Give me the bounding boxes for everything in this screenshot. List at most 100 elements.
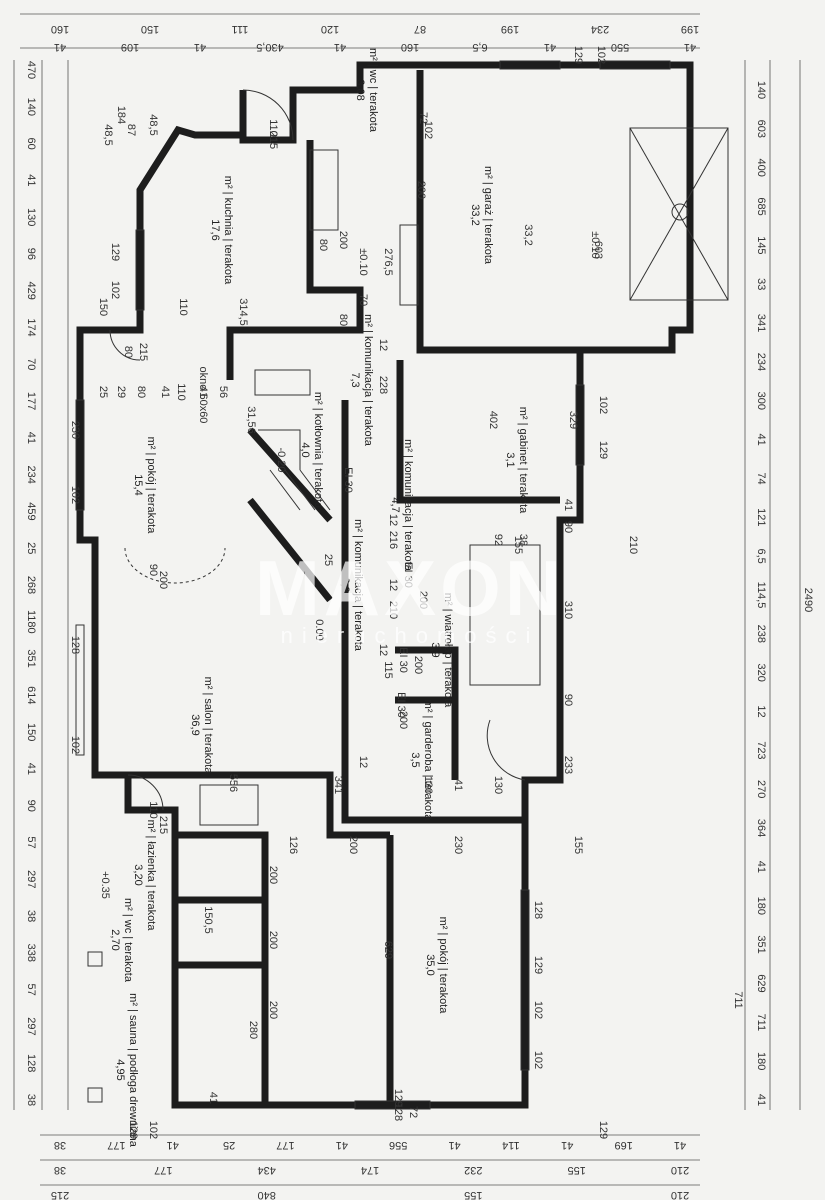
dimension-label: 57 — [25, 836, 37, 848]
inner-dimension: 41 — [562, 499, 574, 511]
window — [499, 60, 561, 70]
misc-label: EI 30 — [397, 647, 409, 673]
dimension-label: 234 — [25, 465, 37, 483]
room-area: 17,6 — [209, 219, 221, 240]
room-name: m² | garaż | terakota — [482, 166, 494, 265]
room-area: 4,0 — [299, 442, 311, 457]
inner-dimension: 129 — [127, 1121, 139, 1139]
inner-dimension: 200 — [415, 181, 427, 199]
wall-central — [341, 400, 525, 824]
inner-dimension: 102 — [147, 1121, 159, 1139]
inner-dimension: 603 — [592, 241, 604, 259]
dimension-label: 199 — [681, 23, 699, 35]
inner-dimension: 33,2 — [522, 224, 534, 245]
boiler — [254, 369, 311, 396]
dimension-label: 234 — [591, 23, 609, 35]
inner-dimension: 216 — [387, 531, 399, 549]
dimension-label: 723 — [755, 741, 767, 759]
inner-dimension: 200 — [267, 931, 279, 949]
inner-dimension: 102 — [595, 46, 607, 64]
inner-dimension: 41 — [452, 779, 464, 791]
inner-dimension: 41 — [159, 386, 171, 398]
inner-dimension: 155 — [512, 536, 524, 554]
room-area: 2,70 — [109, 929, 121, 950]
inner-dimension: 200 — [347, 836, 359, 854]
drain-icon — [671, 203, 689, 221]
inner-dimension: 200 — [397, 711, 409, 729]
misc-label: ±0.10 — [357, 248, 369, 275]
dimension-label: 2490 — [802, 588, 814, 612]
inner-dimension: 12 — [377, 339, 389, 351]
inner-dimension: 72 — [407, 1106, 419, 1118]
dimension-label: 41 — [544, 41, 556, 53]
room-name: m² | komunikacja | terakota — [362, 314, 374, 447]
inner-dimension: 80 — [122, 346, 134, 358]
dimension-label: 90 — [25, 800, 37, 812]
inner-dimension: 70 — [357, 294, 369, 306]
inner-dimension: 711 — [732, 991, 744, 1009]
dimension-label: 41 — [561, 1139, 573, 1151]
room-area: 3,20 — [132, 864, 144, 885]
dimension-label: 629 — [755, 974, 767, 992]
dimension-label: 38 — [54, 1139, 66, 1151]
wall-kitchen — [226, 140, 364, 380]
inner-dimension: 310 — [562, 601, 574, 619]
windows — [75, 60, 671, 1110]
shower — [199, 784, 259, 826]
inner-dimension: 38 — [517, 534, 529, 546]
dimension-label: 87 — [414, 23, 426, 35]
dimension-label: 70 — [25, 358, 37, 370]
inner-dimension: 210 — [387, 601, 399, 619]
dimension-label: 297 — [25, 870, 37, 888]
inner-dimension: 80 — [135, 386, 147, 398]
watermark-brand: MAXON — [255, 544, 565, 632]
dimension-label: 41 — [448, 1139, 460, 1151]
inner-dimension: 12 — [387, 514, 399, 526]
vent-marker — [87, 951, 103, 967]
inner-dimension: 102 — [69, 736, 81, 754]
inner-dimension: 12 — [377, 644, 389, 656]
inner-dimension: 12 — [357, 756, 369, 768]
watermark: MAXON nieruchomości — [255, 544, 565, 648]
inner-dimension: 210 — [627, 536, 639, 554]
dimension-label: 25 — [223, 1139, 235, 1151]
room-name: m² | pokój | terakota — [145, 437, 157, 535]
room-area: 3,1 — [504, 452, 516, 467]
dimension-label: 38 — [54, 1164, 66, 1176]
dimension-label: 320 — [755, 664, 767, 682]
inner-dimension: 200 — [337, 231, 349, 249]
dimension-label: 177 — [107, 1139, 125, 1151]
dimension-label: 109 — [121, 41, 139, 53]
inner-dimension: 56 — [217, 386, 229, 398]
room-name: m² | wc | terakota — [367, 48, 379, 133]
inner-dimension: 150,5 — [202, 906, 214, 934]
dimension-label: 459 — [25, 502, 37, 520]
dimension-label: 41 — [25, 432, 37, 444]
garage-door-symbol — [629, 127, 729, 301]
inner-dimension: 129 — [572, 46, 584, 64]
dimension-label: 140 — [755, 81, 767, 99]
room-area: 3,9 — [429, 642, 441, 657]
door-swing — [486, 719, 526, 781]
inner-dimension: 130 — [492, 776, 504, 794]
dimension-label: 556 — [389, 1139, 407, 1151]
inner-dimension: 102 — [109, 281, 121, 299]
inner-dimension: 25 — [322, 554, 334, 566]
walls — [76, 61, 694, 1109]
inner-dimension: 129 — [597, 441, 609, 459]
inner-dimension: 184 — [115, 106, 127, 124]
inner-dimension: 129 — [532, 956, 544, 974]
dimension-label: 1180 — [25, 610, 37, 634]
inner-dimension: 556 — [227, 774, 239, 792]
inner-dimension: 230 — [452, 836, 464, 854]
inner-dimension: 48,5 — [147, 114, 159, 135]
dimension-label: 268 — [25, 576, 37, 594]
dimension-label: 145 — [755, 236, 767, 254]
inner-dimension: 92 — [492, 534, 504, 546]
room-area: 35,0 — [424, 954, 436, 975]
dimension-label: 6,5 — [755, 549, 767, 564]
dimension-label: 234 — [755, 353, 767, 371]
misc-label: okno 60x60 — [197, 367, 209, 424]
